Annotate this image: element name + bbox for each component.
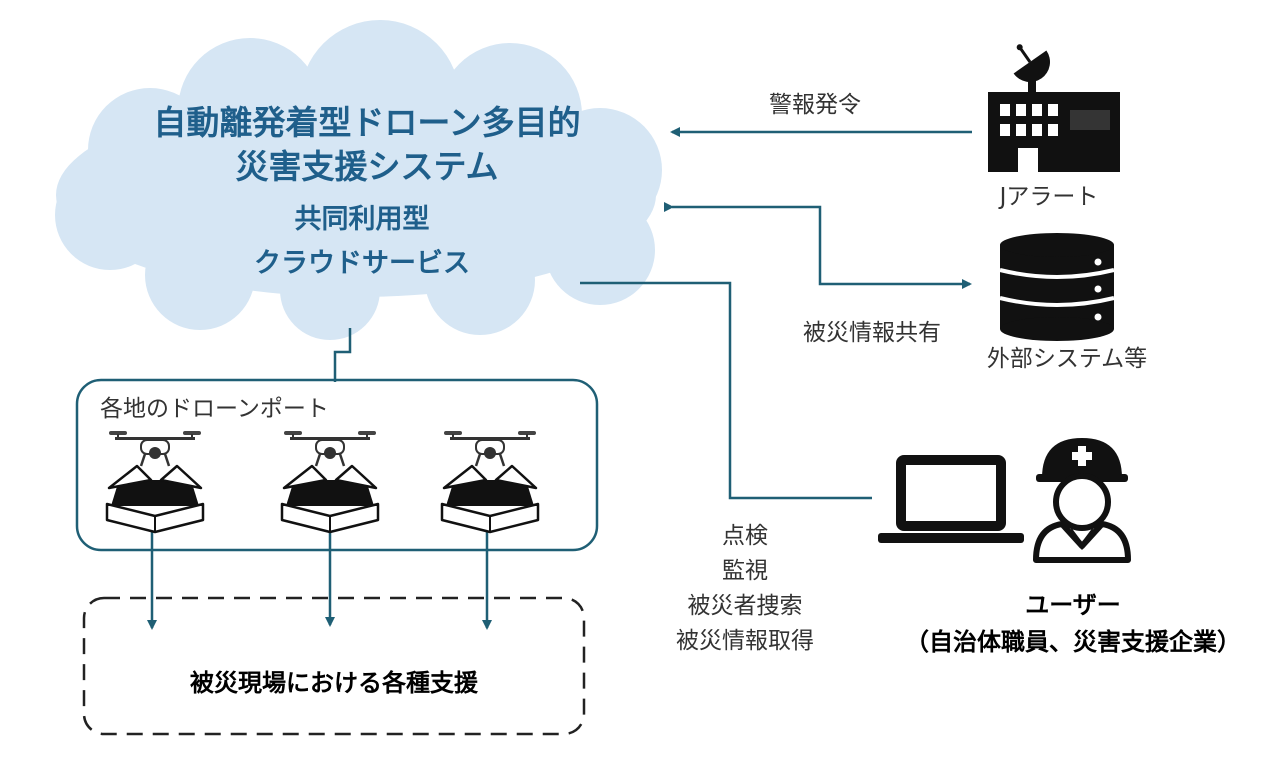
external-arrow-label: 被災情報共有 <box>803 320 941 346</box>
cloud-sub-line2: クラウドサービス <box>254 248 470 279</box>
support-label: 被災現場における各種支援 <box>190 669 479 697</box>
worker-helmet-icon <box>1033 438 1131 563</box>
user-action-item: 被災者捜索 <box>688 593 803 619</box>
building-satellite-icon <box>988 44 1120 172</box>
drone-icon <box>282 429 378 468</box>
drone-port-box-icon <box>280 464 380 534</box>
jalert-arrow-label: 警報発令 <box>769 92 861 118</box>
drone-icon <box>107 429 203 468</box>
cloud-shape <box>55 20 662 340</box>
support-box <box>82 596 586 736</box>
drone-port-label: 各地のドローンポート <box>100 396 329 422</box>
jalert-label: Jアラート <box>998 184 1099 210</box>
user-sublabel: （自治体職員、災害支援企業） <box>905 628 1241 656</box>
user-action-item: 被災情報取得 <box>676 628 814 654</box>
database-icon <box>999 233 1115 341</box>
drone-port-box <box>75 378 599 552</box>
arrow-cloud-external <box>664 202 972 289</box>
drone-icon <box>442 429 538 468</box>
user-label: ユーザー <box>1025 591 1121 619</box>
user-action-item: 点検 <box>722 523 768 549</box>
user-action-item: 監視 <box>722 558 768 584</box>
line-cloud-user <box>580 281 872 500</box>
drone-port-box-icon <box>440 464 540 534</box>
drone-port-box-icon <box>105 464 205 534</box>
external-label: 外部システム等 <box>987 346 1147 372</box>
cloud-sub-line1: 共同利用型 <box>295 204 430 235</box>
laptop-icon <box>878 455 1024 543</box>
line-cloud-ports <box>333 328 352 382</box>
cloud-title-line1: 自動離発着型ドローン多目的 <box>153 103 580 142</box>
cloud-title-line2: 災害支援システム <box>235 147 498 186</box>
